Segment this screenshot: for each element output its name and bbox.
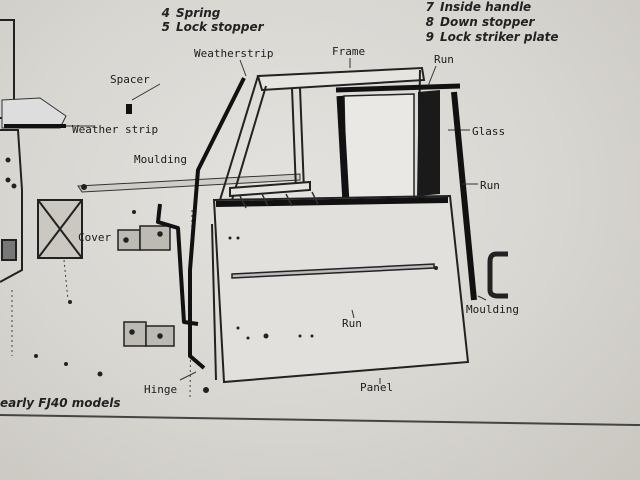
label-weather-strip-left: Weather strip bbox=[72, 123, 159, 136]
screws bbox=[34, 210, 209, 393]
label-spacer: Spacer bbox=[110, 73, 150, 86]
label-panel: Panel bbox=[360, 381, 394, 394]
label-moulding-right: Moulding bbox=[466, 303, 519, 316]
cover-part bbox=[37, 199, 83, 259]
label-run-top: Run bbox=[434, 53, 454, 66]
weatherstrip-loop bbox=[156, 77, 246, 370]
glass-pane bbox=[343, 90, 470, 201]
weather-strip-left bbox=[1, 97, 95, 129]
hinge-upper bbox=[117, 225, 171, 251]
body-pillar bbox=[0, 19, 23, 283]
door-frame bbox=[218, 66, 426, 201]
window-regulator-marks bbox=[239, 191, 319, 209]
label-run-bottom: Run bbox=[342, 317, 362, 330]
hinge-lower bbox=[123, 321, 175, 347]
label-hinge: Hinge bbox=[144, 383, 178, 396]
door-panel bbox=[211, 194, 470, 384]
label-moulding-top: Moulding bbox=[134, 153, 187, 166]
label-glass: Glass bbox=[472, 125, 506, 138]
label-weatherstrip-top: Weatherstrip bbox=[194, 47, 274, 60]
figure-caption: early FJ40 models bbox=[0, 396, 121, 410]
label-cover: Cover bbox=[78, 231, 112, 244]
label-run-right: Run bbox=[480, 179, 500, 192]
spacer-part bbox=[126, 83, 161, 114]
run-upper bbox=[335, 65, 461, 93]
label-frame: Frame bbox=[332, 45, 366, 58]
moulding-handle bbox=[477, 251, 508, 301]
